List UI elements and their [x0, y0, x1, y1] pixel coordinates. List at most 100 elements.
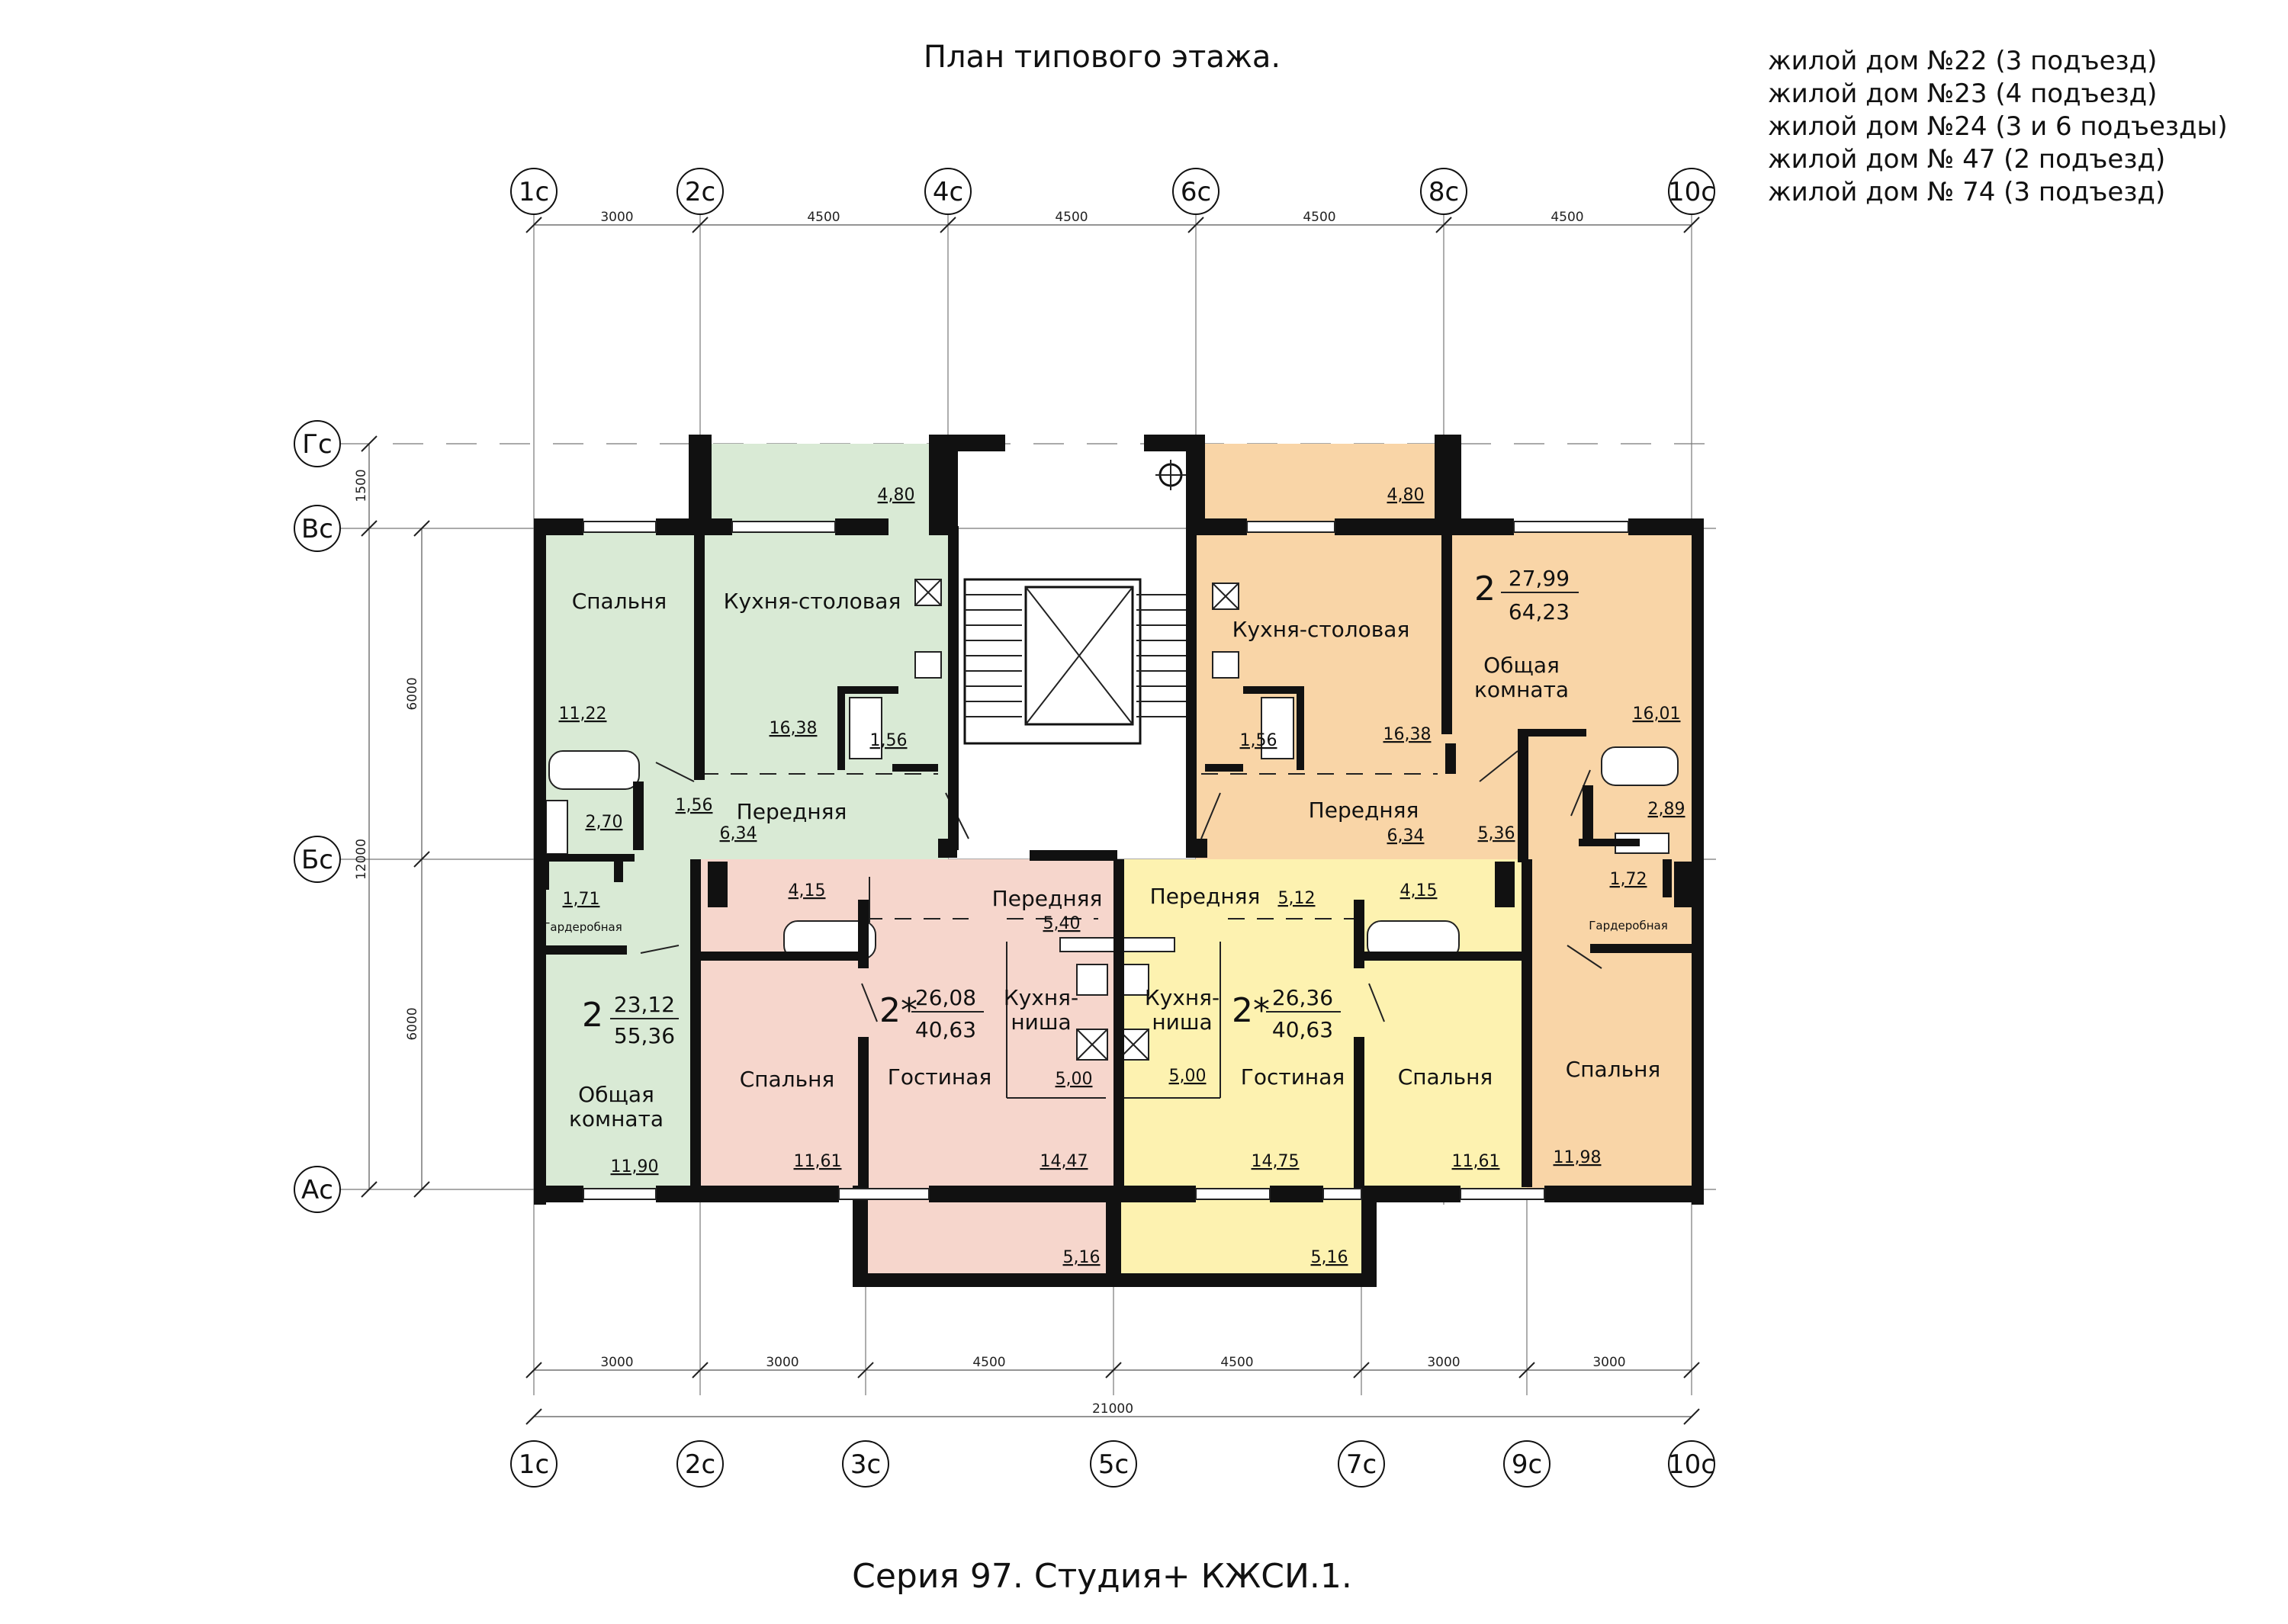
area-label: 16,38 — [1383, 725, 1432, 744]
room-label: Кухня-ниша — [1145, 985, 1220, 1035]
house-item: жилой дом № 47 (2 подъезд) — [1768, 144, 2165, 175]
axis-label: 5с — [1098, 1449, 1129, 1480]
stove-icon — [914, 651, 942, 679]
dim-label: 4500 — [972, 1355, 1005, 1370]
apartment-living-area: 23,12 — [614, 992, 675, 1017]
bathtub-icon — [548, 750, 640, 790]
area-label: 16,01 — [1633, 704, 1681, 724]
bathtub-icon — [1601, 746, 1679, 786]
area-label: 11,61 — [794, 1152, 842, 1171]
area-label: 11,22 — [559, 704, 607, 724]
area-label: 14,75 — [1252, 1152, 1300, 1171]
dim-label: 4500 — [807, 210, 840, 225]
house-list: жилой дом №22 (3 подъезд) жилой дом №23 … — [1768, 46, 2228, 207]
axis-label: Бс — [301, 845, 333, 875]
plan-title: План типового этажа. — [924, 40, 1281, 75]
room-label: Передняя — [737, 799, 847, 824]
apartment-living-area: 27,99 — [1509, 566, 1570, 591]
top-dimensions: 3000 4500 4500 4500 4500 — [525, 210, 1700, 233]
dim-label: 4500 — [1055, 210, 1088, 225]
house-item: жилой дом №22 (3 подъезд) — [1768, 46, 2157, 76]
area-label: 1,56 — [870, 731, 908, 750]
room-label: Кухня-ниша — [1004, 985, 1078, 1035]
axis-label: 9с — [1512, 1449, 1542, 1480]
area-label: 5,16 — [1311, 1248, 1348, 1267]
bottom-dimensions: 3000 3000 4500 4500 3000 3000 21000 — [525, 1355, 1700, 1425]
apartment-rooms: 2 — [582, 996, 603, 1035]
area-labels: 4,80 11,22 16,38 1,56 1,56 6,34 2,70 1,7… — [559, 486, 1685, 1267]
axis-label: 7с — [1346, 1449, 1377, 1480]
axis-label: 6с — [1181, 177, 1211, 207]
room-label: Спальня — [572, 589, 667, 614]
stair-core — [963, 460, 1190, 745]
bottom-axis-markers: 1с 2с 3с 5с 7с 9с 10с — [510, 1440, 1715, 1488]
apartment-total-area: 55,36 — [614, 1023, 675, 1048]
room-label: Гардеробная — [543, 920, 622, 934]
orange-balcony-fill — [1196, 444, 1435, 528]
area-label: 1,71 — [563, 890, 600, 909]
yellow-balcony-fill — [1113, 1199, 1361, 1277]
area-label: 2,70 — [586, 813, 623, 832]
area-label: 5,36 — [1478, 824, 1515, 843]
toilet-icon — [1261, 697, 1294, 759]
area-label: 5,00 — [1056, 1070, 1093, 1089]
partitions — [640, 750, 1602, 1099]
pink-apartment-fill — [700, 859, 1113, 1189]
apartment-rooms: 2 — [1474, 570, 1496, 608]
walls — [534, 435, 1704, 1287]
room-label: Кухня-столовая — [724, 589, 901, 614]
dim-label: 3000 — [766, 1355, 799, 1370]
area-label: 1,56 — [1240, 731, 1277, 750]
axis-label: Ас — [301, 1175, 333, 1205]
windows — [583, 521, 1629, 1200]
washer-icon — [545, 800, 568, 855]
axis-label: 2с — [685, 177, 715, 207]
toilet-icon — [849, 697, 882, 759]
dim-label: 4500 — [1220, 1355, 1253, 1370]
stove-icon — [1076, 964, 1108, 996]
dim-label: 6000 — [405, 677, 420, 710]
room-label: Спальня — [1398, 1064, 1493, 1090]
house-item: жилой дом № 74 (3 подъезд) — [1768, 177, 2165, 207]
dim-label: 6000 — [405, 1007, 420, 1040]
area-label: 6,34 — [720, 824, 757, 843]
axis-label: 10с — [1668, 1449, 1715, 1480]
room-label: Передняя — [1150, 884, 1261, 909]
apartment-total-area: 40,63 — [1272, 1017, 1333, 1042]
axis-label: 3с — [850, 1449, 881, 1480]
axis-label: Гс — [302, 429, 332, 460]
dim-total: 12000 — [354, 839, 369, 880]
area-label: 14,47 — [1040, 1152, 1088, 1171]
orange-apartment-fill — [1527, 859, 1692, 1189]
room-labels: Спальня Кухня-столовая Передняя Гардероб… — [543, 589, 1667, 1131]
area-label: 1,56 — [676, 796, 713, 815]
room-label: Кухня-столовая — [1232, 617, 1410, 642]
dim-label: 3000 — [1427, 1355, 1460, 1370]
pink-balcony-fill — [866, 1199, 1113, 1277]
area-label: 11,61 — [1452, 1152, 1500, 1171]
area-label: 4,80 — [878, 486, 915, 505]
axis-label: 8с — [1428, 177, 1459, 207]
top-axis-markers: 1с 2с 4с 6с 8с 10с — [510, 168, 1715, 215]
left-dimensions: 1500 12000 6000 6000 — [354, 435, 430, 1198]
dim-total: 21000 — [1092, 1401, 1133, 1417]
apartment-total-area: 64,23 — [1509, 599, 1570, 624]
series-caption: Серия 97. Студия+ КЖСИ.1. — [852, 1557, 1352, 1596]
house-item: жилой дом №24 (3 и 6 подъезды) — [1768, 111, 2228, 142]
dim-label: 4500 — [1551, 210, 1583, 225]
apartment-living-area: 26,36 — [1272, 985, 1333, 1010]
house-item: жилой дом №23 (4 подъезд) — [1768, 79, 2157, 109]
left-axis-markers: Гс Вс Бс Ас — [294, 420, 341, 1213]
apartment-rooms: 2* — [879, 991, 917, 1030]
green-balcony-fill — [709, 444, 948, 528]
dim-label: 3000 — [600, 1355, 633, 1370]
room-label: Гостиная — [1241, 1064, 1345, 1090]
axis-label: Вс — [301, 514, 333, 544]
dim-label: 3000 — [1592, 1355, 1625, 1370]
stove-icon — [1212, 651, 1239, 679]
apartment-living-area: 26,08 — [915, 985, 976, 1010]
axis-label: 2с — [685, 1449, 715, 1480]
axis-label: 1с — [519, 177, 549, 207]
